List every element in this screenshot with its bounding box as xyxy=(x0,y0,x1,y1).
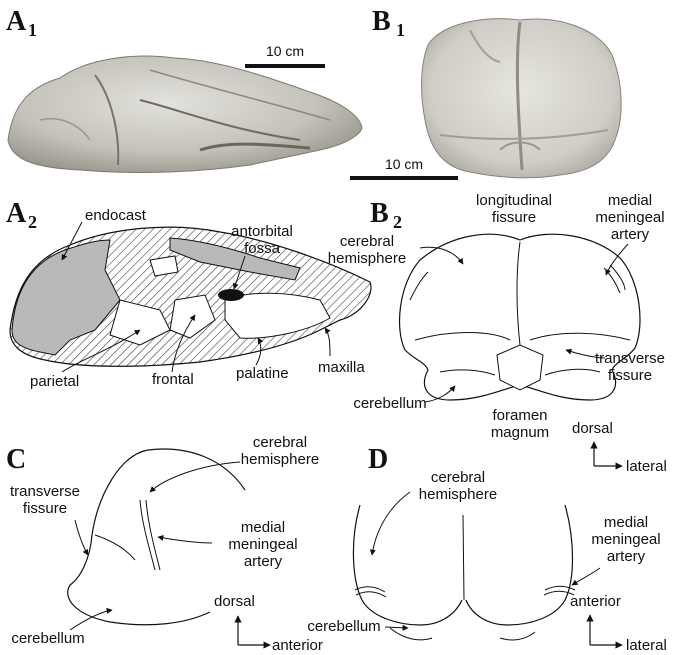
c-label-transverse-2: fissure xyxy=(23,500,67,517)
window-small xyxy=(150,256,178,276)
panel-b2-letter: B xyxy=(370,198,389,229)
panel-b2: B 2 longitudinal fissure cerebral hemisp… xyxy=(328,192,667,475)
panel-a1-subscript: 1 xyxy=(28,20,37,40)
panel-b1: B 1 10 cm xyxy=(350,6,621,180)
c-outline-left xyxy=(68,450,210,625)
d-label-medial-3: artery xyxy=(607,548,646,565)
c-label-cerebral-1: cerebral xyxy=(253,434,307,451)
d-outline-left xyxy=(353,505,462,625)
label-antorbital-2: fossa xyxy=(244,240,281,257)
label-parietal: parietal xyxy=(30,373,79,390)
d-label-medial-1: medial xyxy=(604,514,648,531)
label-maxilla: maxilla xyxy=(318,359,365,376)
label-frontal: frontal xyxy=(152,371,194,388)
panel-d: D cerebral hemisphere medial meningeal a… xyxy=(307,444,667,654)
c-label-cerebral-2: hemisphere xyxy=(241,451,319,468)
d-label-medial-2: meningeal xyxy=(591,531,660,548)
c-label-medial-1: medial xyxy=(241,519,285,536)
c-label-cerebellum: cerebellum xyxy=(11,630,84,647)
skull-photo-lateral xyxy=(8,56,362,172)
panel-a2: A 2 endocast antorbital fossa parietal f… xyxy=(6,198,371,390)
c-axis-up-label: dorsal xyxy=(214,593,255,610)
panel-c-letter: C xyxy=(6,444,26,475)
d-label-cerebral-2: hemisphere xyxy=(419,486,497,503)
a1-scale-bar xyxy=(245,64,325,68)
d-axis-right-label: lateral xyxy=(626,637,667,654)
c-label-medial-2: meningeal xyxy=(228,536,297,553)
c-axis-right-label: anterior xyxy=(272,637,323,654)
b2-label-foramen-2: magnum xyxy=(491,424,549,441)
endocast-photo-dorsal xyxy=(422,19,622,178)
b2-label-longitudinal-2: fissure xyxy=(492,209,536,226)
panel-a1: A 1 10 cm xyxy=(6,6,362,172)
panel-a2-letter: A xyxy=(6,198,27,229)
panel-c: C cerebral hemisphere transverse fissure… xyxy=(6,434,323,654)
c-label-transverse-1: transverse xyxy=(10,483,80,500)
b2-label-cerebral-1: cerebral xyxy=(340,233,394,250)
panel-d-letter: D xyxy=(368,444,388,475)
b2-label-medial-1: medial xyxy=(608,192,652,209)
d-label-cerebral-1: cerebral xyxy=(431,469,485,486)
b2-label-medial-2: meningeal xyxy=(595,209,664,226)
antorbital-fossa-mark xyxy=(218,289,244,301)
b2-label-transverse-1: transverse xyxy=(595,350,665,367)
b2-axis-up-label: dorsal xyxy=(572,420,613,437)
b2-axis-right-label: lateral xyxy=(626,458,667,475)
panel-a2-subscript: 2 xyxy=(28,212,37,232)
d-axis-up-label: anterior xyxy=(570,593,621,610)
d-label-cerebellum: cerebellum xyxy=(307,618,380,635)
b2-label-medial-3: artery xyxy=(611,226,650,243)
b1-scale-label: 10 cm xyxy=(385,156,423,172)
label-palatine: palatine xyxy=(236,365,289,382)
b2-label-cerebellum: cerebellum xyxy=(353,395,426,412)
b2-label-cerebral-2: hemisphere xyxy=(328,250,406,267)
panel-b2-subscript: 2 xyxy=(393,212,402,232)
a1-scale-label: 10 cm xyxy=(266,43,304,59)
b1-scale-bar xyxy=(350,176,458,180)
label-endocast: endocast xyxy=(85,207,147,224)
panel-b1-letter: B xyxy=(372,6,391,37)
panel-a1-letter: A xyxy=(6,6,27,37)
b2-label-foramen-1: foramen xyxy=(492,407,547,424)
label-antorbital-1: antorbital xyxy=(231,223,293,240)
b2-label-longitudinal-1: longitudinal xyxy=(476,192,552,209)
b2-label-transverse-2: fissure xyxy=(608,367,652,384)
d-outline-right xyxy=(466,505,573,625)
c-label-medial-3: artery xyxy=(244,553,283,570)
panel-b1-subscript: 1 xyxy=(396,20,405,40)
